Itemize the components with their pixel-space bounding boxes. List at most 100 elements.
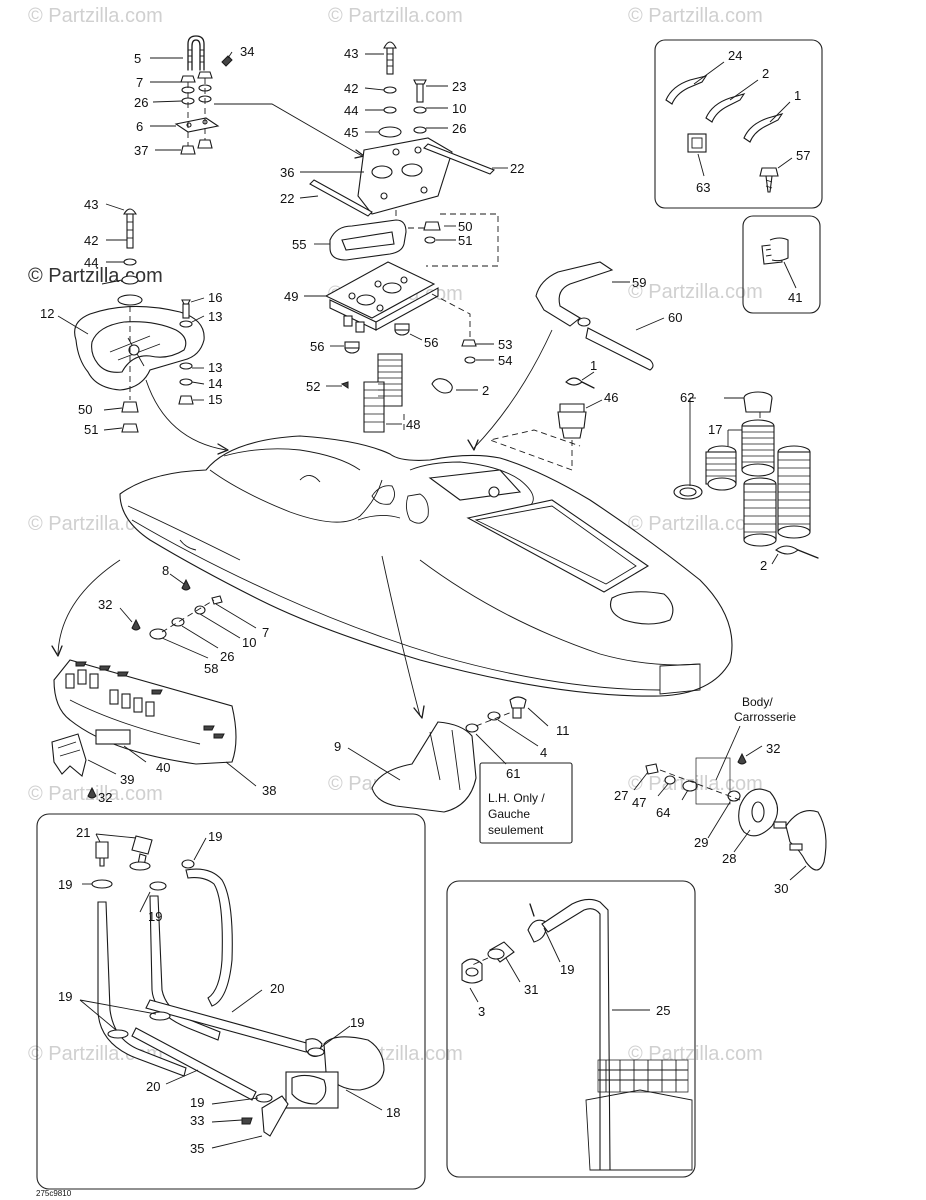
note-line: L.H. Only / <box>488 791 545 805</box>
watermark: © Partzilla.com <box>628 5 763 27</box>
callout-label: 23 <box>452 79 466 94</box>
callout-label: 38 <box>262 783 276 798</box>
callout-label: 50 <box>78 402 92 417</box>
callout-label: 19 <box>350 1015 364 1030</box>
callout-label: 26 <box>220 649 234 664</box>
callout-label: 41 <box>788 290 802 305</box>
latch-base-assembly <box>304 219 494 433</box>
callout-label: 14 <box>208 376 222 391</box>
callout-label: 44 <box>84 255 98 270</box>
note-line: seulement <box>488 823 544 837</box>
callout-label: 16 <box>208 290 222 305</box>
callout-label: 6 <box>136 119 143 134</box>
clip-41-inset-box <box>742 215 821 314</box>
callout-label: 12 <box>40 306 54 321</box>
callout-label: 36 <box>280 165 294 180</box>
lh-only-note: L.H. Only / Gauche seulement <box>488 791 545 837</box>
callout-label: 43 <box>84 197 98 212</box>
callout-label: 20 <box>270 981 284 996</box>
callout-label: 7 <box>262 625 269 640</box>
callout-label: 13 <box>208 309 222 324</box>
note-line: Carrosserie <box>734 710 796 724</box>
callout-label: 49 <box>284 289 298 304</box>
drain-plug-assembly <box>633 725 827 881</box>
callout-label: 45 <box>344 125 358 140</box>
grab-handle-assembly <box>57 203 229 455</box>
callout-label: 15 <box>208 392 222 407</box>
callout-label: 3 <box>478 1004 485 1019</box>
note-line: Body/ <box>742 695 773 709</box>
callout-label: 2 <box>762 66 769 81</box>
callout-label: 60 <box>668 310 682 325</box>
callout-label: 19 <box>208 829 222 844</box>
vent-grommets <box>673 391 819 565</box>
vent-hose-inset-box <box>446 880 696 1178</box>
lh-only-note-box <box>479 762 573 844</box>
callout-label: 32 <box>98 597 112 612</box>
callout-label: 21 <box>76 825 90 840</box>
callout-label: 51 <box>458 233 472 248</box>
callout-label: 64 <box>656 805 670 820</box>
callout-label: 31 <box>524 982 538 997</box>
callout-label: 1 <box>590 358 597 373</box>
clips-inset-parts <box>665 61 797 289</box>
callout-label: 28 <box>722 851 736 866</box>
callout-label: 56 <box>424 335 438 350</box>
callout-label: 37 <box>134 143 148 158</box>
callout-label: 59 <box>632 275 646 290</box>
watercraft-hull <box>119 435 733 697</box>
callout-label: 2 <box>482 383 489 398</box>
callout-label: 25 <box>656 1003 670 1018</box>
callout-label: 8 <box>162 563 169 578</box>
callout-label: 50 <box>458 219 472 234</box>
hook-bracket-assembly <box>150 35 365 159</box>
callout-label: 4 <box>540 745 547 760</box>
callout-numbers: 5 34 7 26 6 37 43 42 44 45 23 10 26 22 3… <box>40 44 810 1156</box>
callout-label: 61 <box>506 766 520 781</box>
seat-latch-plate-assembly <box>299 41 508 267</box>
bumper-hardware <box>51 559 257 799</box>
fuel-hose-inset-parts <box>79 833 385 1149</box>
callout-label: 19 <box>58 877 72 892</box>
callout-label: 43 <box>344 46 358 61</box>
callout-label: 17 <box>708 422 722 437</box>
callout-label: 52 <box>306 379 320 394</box>
callout-label: 42 <box>344 81 358 96</box>
vent-hose-inset-parts <box>461 898 693 1171</box>
callout-label: 26 <box>134 95 148 110</box>
callout-label: 27 <box>614 788 628 803</box>
callout-label: 34 <box>240 44 254 59</box>
callout-label: 13 <box>208 360 222 375</box>
callout-label: 19 <box>560 962 574 977</box>
body-note: Body/ Carrosserie <box>734 695 796 724</box>
callout-label: 62 <box>680 390 694 405</box>
callout-label: 18 <box>386 1105 400 1120</box>
callout-label: 35 <box>190 1141 204 1156</box>
callout-label: 51 <box>84 422 98 437</box>
callout-label: 7 <box>136 75 143 90</box>
callout-label: 57 <box>796 148 810 163</box>
callout-label: 5 <box>134 51 141 66</box>
callout-label: 30 <box>774 881 788 896</box>
callout-label: 26 <box>452 121 466 136</box>
callout-label: 19 <box>148 909 162 924</box>
callout-label: 63 <box>696 180 710 195</box>
callout-label: 29 <box>694 835 708 850</box>
callout-label: 42 <box>84 233 98 248</box>
handle-tube-assembly <box>467 261 665 451</box>
callout-label: 32 <box>766 741 780 756</box>
watermark: © Partzilla.com <box>328 5 463 27</box>
callout-label: 10 <box>242 635 256 650</box>
callout-label: 33 <box>190 1113 204 1128</box>
callout-label: 47 <box>632 795 646 810</box>
callout-label: 54 <box>498 353 512 368</box>
side-deflector-assembly <box>347 555 549 813</box>
callout-label: 2 <box>760 558 767 573</box>
diagram-code: 275c9810 <box>36 1189 72 1198</box>
callout-label: 22 <box>280 191 294 206</box>
clips-inset-box <box>654 39 823 209</box>
watermark: © Partzilla.com <box>628 281 763 303</box>
callout-label: 9 <box>334 739 341 754</box>
callout-label: 32 <box>98 790 112 805</box>
